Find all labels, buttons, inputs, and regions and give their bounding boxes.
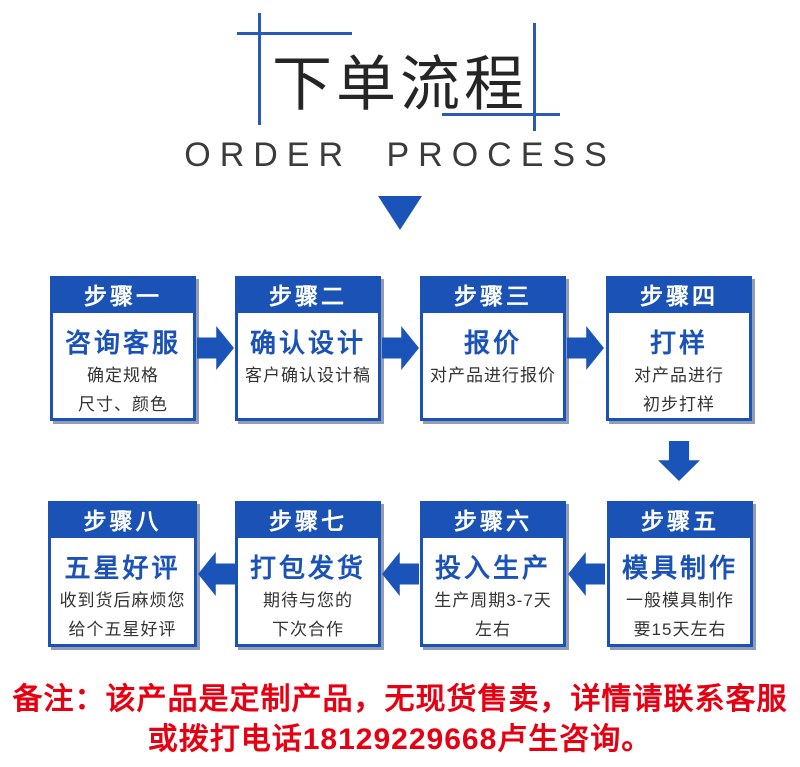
page-subtitle: ORDER PROCESS bbox=[184, 136, 616, 174]
arrow-right-icon bbox=[567, 326, 604, 370]
step-box-1: 步骤一 咨询客服 确定规格 尺寸、颜色 bbox=[50, 276, 196, 421]
deco-hline-top bbox=[237, 32, 352, 35]
step-desc: 给个五星好评 bbox=[68, 620, 177, 639]
step-box-8: 步骤八 五星好评 收到货后麻烦您 给个五星好评 bbox=[48, 501, 197, 647]
arrow-left-icon bbox=[568, 552, 605, 596]
step-label: 步骤五 bbox=[610, 504, 750, 538]
step-label: 步骤四 bbox=[609, 279, 749, 313]
arrow-left-icon bbox=[198, 552, 235, 596]
down-triangle-icon bbox=[378, 196, 422, 230]
step-box-2: 步骤二 确认设计 客户确认设计稿 bbox=[235, 276, 381, 421]
arrow-left-icon bbox=[382, 552, 419, 596]
deco-vline-right bbox=[533, 23, 536, 131]
step-desc: 初步打样 bbox=[643, 395, 715, 414]
note-line-2: 或拨打电话18129229668卢生咨询。 bbox=[147, 723, 653, 756]
step-title: 打包发货 bbox=[249, 553, 366, 583]
step-title: 报价 bbox=[463, 328, 522, 358]
step-title: 确认设计 bbox=[249, 328, 366, 358]
arrow-down-icon bbox=[658, 441, 700, 481]
step-label: 步骤七 bbox=[238, 504, 378, 538]
step-box-4: 步骤四 打样 对产品进行 初步打样 bbox=[606, 276, 752, 421]
step-label: 步骤六 bbox=[423, 504, 563, 538]
arrow-right-icon bbox=[382, 326, 419, 370]
deco-hline-bottom bbox=[442, 113, 560, 116]
step-desc: 左右 bbox=[475, 620, 511, 639]
step-desc: 尺寸、颜色 bbox=[78, 395, 168, 414]
step-box-5: 步骤五 模具制作 一般模具制作 要15天左右 bbox=[607, 501, 753, 647]
step-title: 投入生产 bbox=[434, 553, 551, 583]
arrow-right-icon bbox=[197, 326, 234, 370]
deco-vline-left bbox=[258, 13, 261, 125]
step-desc: 对产品进行 bbox=[634, 366, 724, 385]
step-label: 步骤二 bbox=[238, 279, 378, 313]
step-box-3: 步骤三 报价 对产品进行报价 bbox=[420, 276, 566, 421]
step-title: 打样 bbox=[649, 328, 708, 358]
step-label: 步骤三 bbox=[423, 279, 563, 313]
step-desc: 确定规格 bbox=[87, 366, 159, 385]
page-title: 下单流程 bbox=[272, 51, 528, 118]
step-label: 步骤八 bbox=[51, 504, 194, 538]
step-box-6: 步骤六 投入生产 生产周期3-7天 左右 bbox=[420, 501, 566, 647]
step-desc: 一般模具制作 bbox=[626, 591, 734, 610]
step-desc: 客户确认设计稿 bbox=[245, 366, 371, 385]
note-line-1: 备注：该产品是定制产品，无现货售卖，详情请联系客服 bbox=[12, 683, 788, 716]
step-title: 咨询客服 bbox=[64, 328, 181, 358]
step-desc: 要15天左右 bbox=[633, 620, 727, 639]
step-desc: 下次合作 bbox=[272, 620, 344, 639]
step-desc: 生产周期3-7天 bbox=[434, 591, 552, 610]
step-desc: 期待与您的 bbox=[263, 591, 353, 610]
step-desc: 收到货后麻烦您 bbox=[59, 591, 186, 610]
step-box-7: 步骤七 打包发货 期待与您的 下次合作 bbox=[235, 501, 381, 647]
step-title: 模具制作 bbox=[621, 553, 738, 583]
step-label: 步骤一 bbox=[53, 279, 193, 313]
step-desc: 对产品进行报价 bbox=[430, 366, 556, 385]
step-title: 五星好评 bbox=[64, 553, 181, 583]
